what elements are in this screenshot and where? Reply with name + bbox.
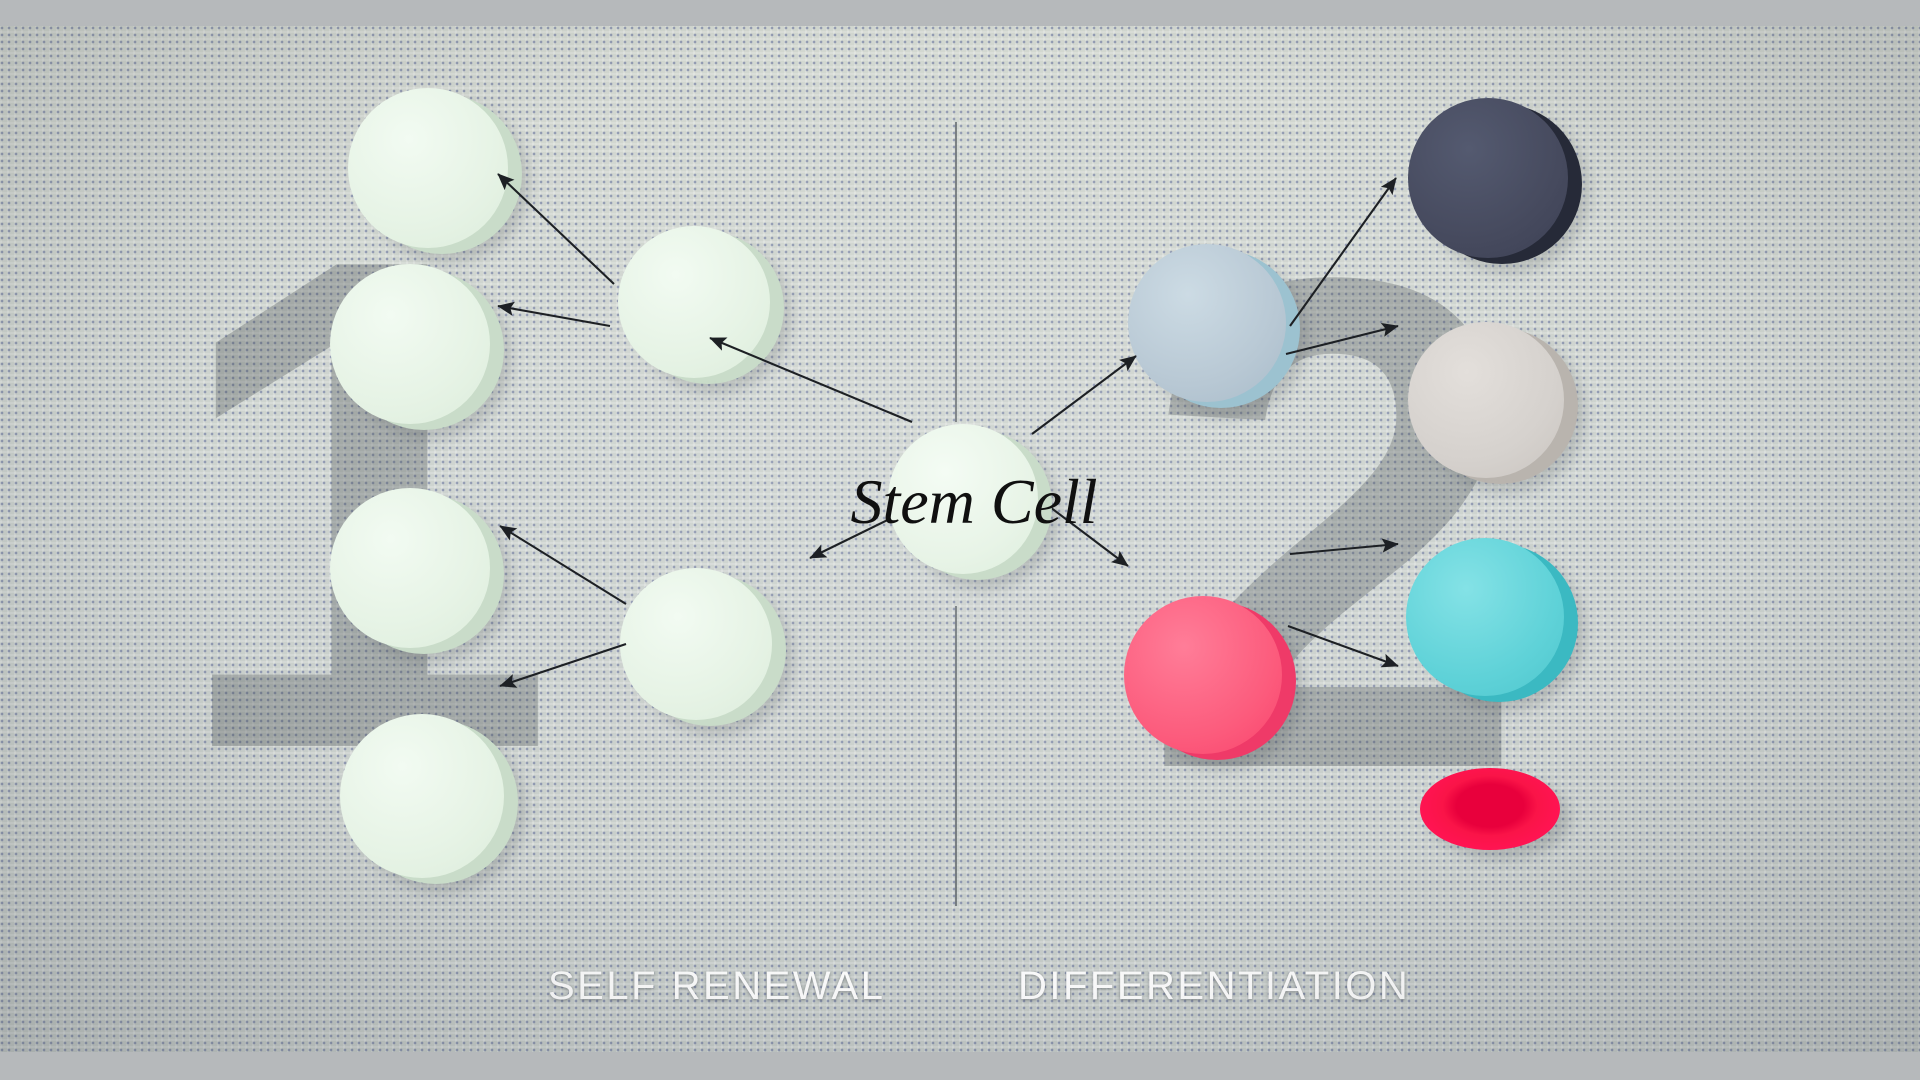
dark-slate-cell[interactable] xyxy=(1408,98,1590,274)
progenitor-cell-upper[interactable] xyxy=(1128,244,1308,418)
stem-cell-center[interactable] xyxy=(888,424,1060,590)
section-divider-lower xyxy=(955,606,957,906)
stem-cell-copy-3[interactable] xyxy=(330,488,512,664)
stem-cell-copy-1[interactable] xyxy=(348,88,530,264)
stem-cell-copy-4[interactable] xyxy=(340,714,526,894)
stem-cell-label: Stem Cell xyxy=(850,466,1098,537)
letterbox-top xyxy=(0,0,1920,26)
letterbox-bottom xyxy=(0,1052,1920,1080)
caption-differentiation: DIFFERENTIATION xyxy=(1018,964,1411,1008)
progenitor-cell-lower[interactable] xyxy=(1124,596,1304,770)
turquoise-cell[interactable] xyxy=(1406,538,1586,712)
light-gray-cell[interactable] xyxy=(1408,322,1586,494)
red-blood-cell[interactable] xyxy=(1420,768,1570,859)
caption-self-renewal: SELF RENEWAL xyxy=(548,964,886,1008)
stem-cell-copy-2[interactable] xyxy=(330,264,512,440)
daughter-stem-cell-upper[interactable] xyxy=(618,226,792,394)
diagram-canvas: 1 2 xyxy=(0,26,1920,1052)
daughter-stem-cell-lower[interactable] xyxy=(620,568,794,736)
section-divider-upper xyxy=(955,122,957,422)
